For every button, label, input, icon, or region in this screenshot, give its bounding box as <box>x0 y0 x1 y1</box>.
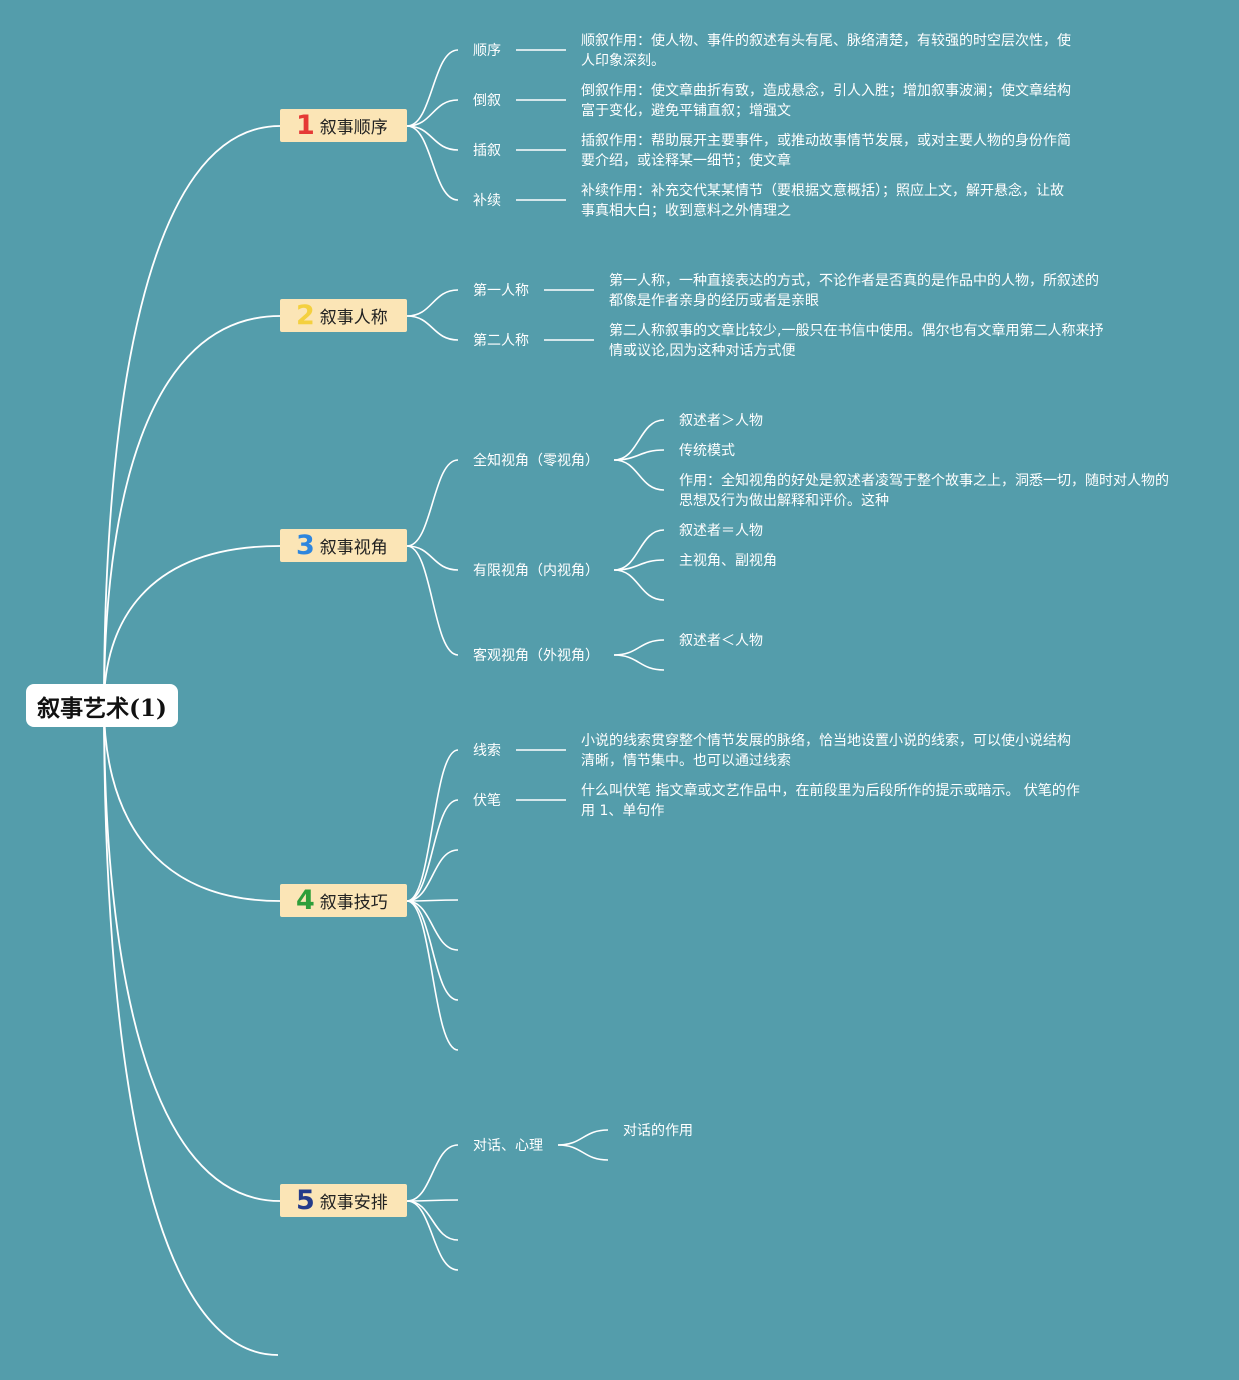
leaf-note: 什么叫伏笔 指文章或文艺作品中，在前段里为后段所作的提示或暗示。 伏笔的作用 1… <box>581 783 1080 819</box>
branch-3-sub-2-leaf-curve <box>613 559 665 571</box>
branch-4-sub-curve <box>406 849 459 902</box>
branch-5-sub-curve <box>406 1200 459 1271</box>
branch-number: 1 <box>296 110 315 141</box>
branch-label: 叙事人称 <box>319 308 388 328</box>
branch-5-sub-1-leaf-curve <box>557 1144 609 1161</box>
sub-node[interactable]: 第二人称 <box>473 333 529 349</box>
leaf-note: 顺叙作用：使人物、事件的叙述有头有尾、脉络清楚，有较强的时空层次性，使人印象深刻… <box>581 33 1071 69</box>
branch-4-sub-curve <box>406 749 459 902</box>
leaf-item: 传统模式 <box>679 443 735 459</box>
branch-4-sub-curve <box>406 900 459 1001</box>
sub-node[interactable]: 倒叙 <box>473 93 501 109</box>
branch-label: 叙事技巧 <box>319 893 388 913</box>
branch-3-sub-3-leaf-curve <box>613 639 665 656</box>
branch-1-sub-curve <box>406 125 459 201</box>
branch-3-sub-curve <box>406 545 459 571</box>
branch-narrative-technique[interactable]: 4 叙事技巧 <box>280 884 407 917</box>
branch-4-sub-curve <box>406 900 459 1051</box>
branch-1-sub-curve <box>406 125 459 151</box>
branch-narrative-arrangement[interactable]: 5 叙事安排 <box>280 1184 407 1217</box>
sub-node[interactable]: 有限视角（内视角） <box>473 563 599 579</box>
branch-1-sub-curve <box>406 49 459 127</box>
leaf-item: 对话的作用 <box>623 1123 693 1139</box>
branch-label: 叙事安排 <box>319 1193 388 1213</box>
leaf-note: 倒叙作用：使文章曲折有致，造成悬念，引人入胜；增加叙事波澜；使文章结构富于变化，… <box>581 83 1071 119</box>
branch-narrative-order[interactable]: 1 叙事顺序 <box>280 109 407 142</box>
branch-narrative-perspective[interactable]: 3 叙事视角 <box>280 529 407 562</box>
sub-node[interactable]: 伏笔 <box>473 793 501 809</box>
trunk-to-offscreen <box>103 704 279 1356</box>
branch-label: 叙事顺序 <box>319 118 388 138</box>
leaf-note: 第二人称叙事的文章比较少,一般只在书信中使用。偶尔也有文章用第二人称来抒情或议论… <box>609 323 1104 359</box>
branch-5-sub-curve <box>406 1144 459 1202</box>
trunk-to-branch-4 <box>103 704 281 902</box>
branch-2-sub-curve <box>406 289 459 317</box>
sub-node[interactable]: 客观视角（外视角） <box>473 648 599 664</box>
root-node[interactable]: 叙事艺术(1) <box>26 684 178 727</box>
sub-node[interactable]: 顺序 <box>473 43 501 59</box>
leaf-note: 小说的线索贯穿整个情节发展的脉络，恰当地设置小说的线索，可以使小说结构清晰，情节… <box>581 733 1071 769</box>
leaf-item: 叙述者＜人物 <box>679 633 763 649</box>
branch-4-sub-curve <box>406 799 459 902</box>
leaf-item: 叙述者＞人物 <box>679 413 763 429</box>
leaf-item: 叙述者＝人物 <box>679 523 763 539</box>
sub-node[interactable]: 补续 <box>473 193 501 209</box>
branch-5-sub-curve <box>406 1199 459 1202</box>
trunk-to-branch-1 <box>103 125 281 706</box>
branch-4-sub-curve <box>406 900 459 951</box>
branch-number: 2 <box>296 300 315 331</box>
branch-number: 5 <box>296 1185 315 1216</box>
leaf-note: 第一人称，一种直接表达的方式，不论作者是否真的是作品中的人物，所叙述的都像是作者… <box>609 273 1099 309</box>
branch-narrative-person[interactable]: 2 叙事人称 <box>280 299 407 332</box>
sub-node[interactable]: 全知视角（零视角） <box>473 453 599 469</box>
leaf-note: 补续作用：补充交代某某情节（要根据文意概括）；照应上文，解开悬念，让故事真相大白… <box>581 183 1064 219</box>
branch-1-sub-curve <box>406 99 459 127</box>
sub-node[interactable]: 插叙 <box>473 143 501 159</box>
branch-3-sub-curve <box>406 545 459 656</box>
leaf-item: 主视角、副视角 <box>679 553 777 569</box>
branch-3-sub-2-leaf-curve <box>613 569 665 601</box>
leaf-note: 插叙作用：帮助展开主要事件，或推动故事情节发展，或对主要人物的身份作简要介绍，或… <box>581 133 1071 169</box>
trunk-to-branch-3 <box>103 545 281 706</box>
branch-number: 3 <box>296 530 315 561</box>
branch-3-sub-3-leaf-curve <box>613 654 665 671</box>
leaf-item: 作用：全知视角的好处是叙述者凌驾于整个故事之上，洞悉一切，随时对人物的思想及行为… <box>679 473 1169 509</box>
branch-3-sub-2-leaf-curve <box>613 529 665 571</box>
sub-node[interactable]: 线索 <box>473 743 501 759</box>
branch-label: 叙事视角 <box>319 538 388 558</box>
branch-3-sub-1-leaf-curve <box>613 449 665 461</box>
branch-5-sub-1-leaf-curve <box>557 1129 609 1146</box>
sub-node[interactable]: 对话、心理 <box>473 1138 543 1154</box>
branch-number: 4 <box>296 885 315 916</box>
sub-node[interactable]: 第一人称 <box>473 283 529 299</box>
branch-2-sub-curve <box>406 315 459 341</box>
branch-3-sub-curve <box>406 459 459 547</box>
trunk-to-branch-5 <box>103 704 281 1202</box>
branch-3-sub-1-leaf-curve <box>613 419 665 461</box>
trunk-to-branch-2 <box>103 315 281 706</box>
branch-3-sub-1-leaf-curve <box>613 459 665 491</box>
branch-4-sub-curve <box>406 899 459 902</box>
